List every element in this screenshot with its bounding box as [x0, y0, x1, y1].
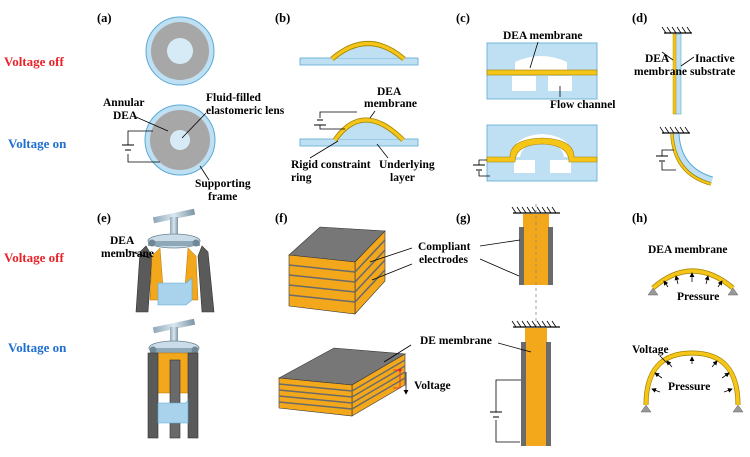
panel-label-a: (a)	[97, 11, 112, 25]
label-rigid-constraint: Rigid constraint	[291, 159, 371, 171]
panel-a-lens-on	[122, 104, 216, 181]
panel-b-actuator-off	[299, 41, 419, 66]
panel-c-pump-on	[473, 124, 598, 182]
label-membrane-b: membrane	[364, 98, 417, 110]
state-label-voltage-on-bottom: Voltage on	[8, 340, 67, 355]
panel-label-h: (h)	[632, 211, 647, 225]
label-ring: ring	[291, 172, 312, 184]
label-substrate: substrate	[690, 66, 735, 78]
label-membrane-e: membrane	[101, 248, 154, 260]
label-h-voltage: Voltage	[632, 344, 669, 356]
label-flow-channel: Flow channel	[550, 99, 616, 111]
panel-g-stack-off	[511, 204, 560, 330]
panel-g-leaders	[479, 239, 521, 277]
label-elastomeric-lens: elastomeric lens	[206, 105, 285, 117]
label-annular: Annular	[103, 97, 145, 109]
panel-e-gripper-on	[147, 318, 200, 439]
panel-label-d: (d)	[632, 11, 647, 25]
panel-g-stack-on	[490, 320, 560, 446]
label-underlying: Underlying	[379, 159, 435, 171]
label-layer: layer	[390, 172, 415, 184]
panel-d-bender-on	[656, 126, 714, 186]
panel-f-stack-off	[288, 226, 413, 315]
panel-f-stack-on	[277, 344, 412, 417]
panel-label-b: (b)	[275, 11, 290, 25]
panel-h-dome-on	[640, 350, 744, 413]
label-electrodes: electrodes	[419, 254, 468, 266]
label-pressure-bottom: Pressure	[668, 381, 710, 393]
label-dea-e: DEA	[110, 235, 135, 247]
label-pressure-top: Pressure	[677, 291, 719, 303]
state-label-voltage-on-top: Voltage on	[8, 136, 67, 151]
label-dea-b: DEA	[377, 86, 402, 98]
label-dea-membrane-h: DEA membrane	[648, 244, 728, 256]
label-f-voltage: Voltage	[414, 380, 451, 392]
panel-label-e: (e)	[97, 211, 111, 225]
label-compliant: Compliant	[418, 241, 471, 253]
label-dea-a: DEA	[113, 110, 138, 122]
panel-b-actuator-on	[299, 110, 419, 159]
panel-c-pump-off	[486, 41, 598, 100]
state-label-voltage-off-top: Voltage off	[4, 54, 64, 69]
panel-label-g: (g)	[456, 211, 471, 225]
label-membrane-d: membrane	[634, 66, 687, 78]
state-label-voltage-off-bottom: Voltage off	[4, 250, 64, 265]
panel-label-f: (f)	[275, 211, 288, 225]
panel-label-c: (c)	[456, 11, 470, 25]
panel-d-bender-off	[661, 26, 695, 115]
label-frame: frame	[208, 191, 237, 203]
label-fluid-filled: Fluid-filled	[206, 92, 262, 104]
label-dea-membrane-c: DEA membrane	[503, 30, 583, 42]
label-de-membrane: DE membrane	[420, 335, 492, 347]
label-supporting: Supporting	[195, 178, 251, 190]
panel-a-lens-off	[145, 16, 215, 86]
label-dea-d: DEA	[645, 53, 670, 65]
label-inactive: Inactive	[695, 53, 735, 65]
panel-h-dome-off	[647, 268, 739, 296]
panel-e-gripper-off	[128, 208, 215, 313]
